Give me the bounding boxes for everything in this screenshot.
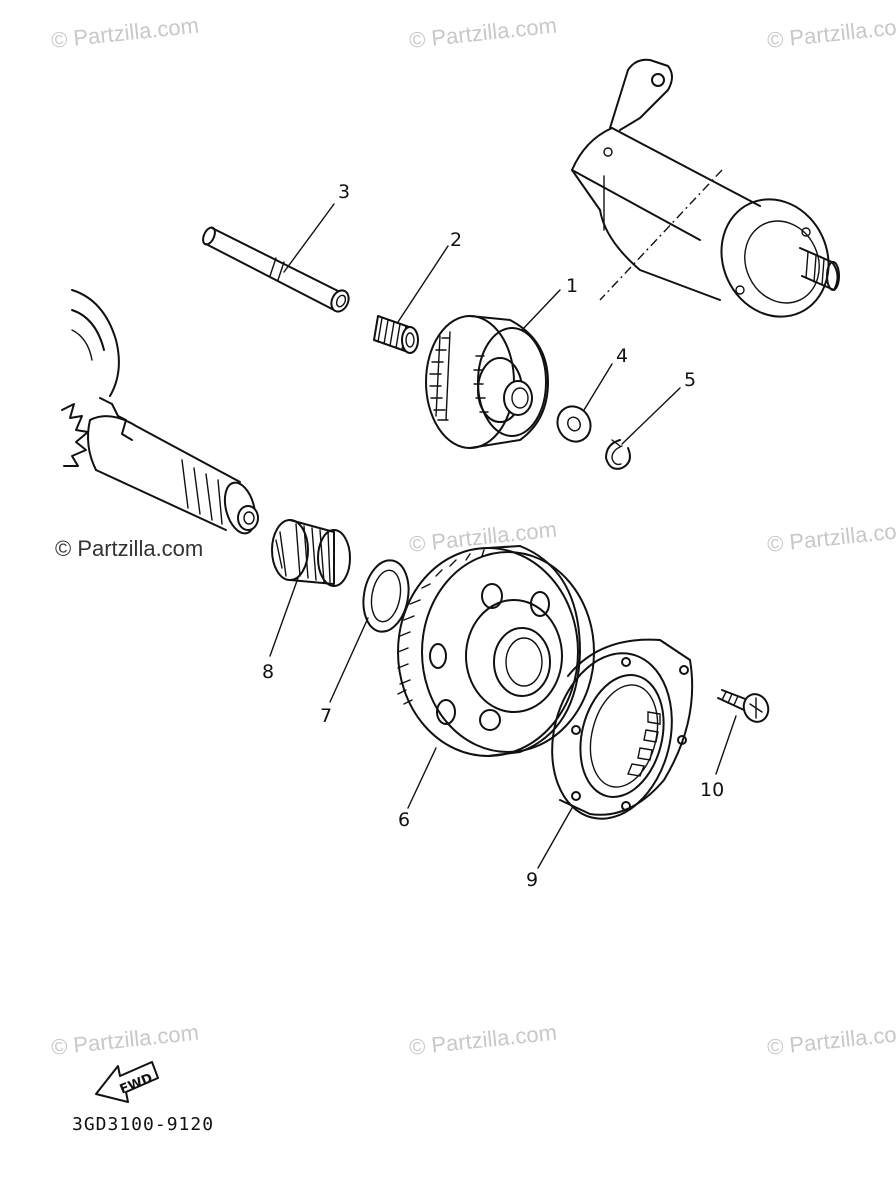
crankshaft — [61, 289, 259, 535]
callout-5: 5 — [684, 369, 696, 391]
watermark: © Partzilla.com — [766, 1020, 896, 1060]
watermark: © Partzilla.com — [408, 1020, 558, 1060]
bolt-part-10 — [717, 689, 770, 723]
fwd-arrow: FWD — [95, 1061, 159, 1103]
watermark: © Partzilla.com — [50, 1020, 200, 1060]
callout-10: 10 — [700, 779, 724, 801]
callout-9: 9 — [526, 869, 538, 891]
watermarks: © Partzilla.com © Partzilla.com © Partzi… — [50, 13, 896, 1060]
watermark: © Partzilla.com — [55, 536, 203, 561]
watermark: © Partzilla.com — [50, 13, 200, 53]
idler-gear-part-1 — [425, 315, 549, 449]
washer-part-4 — [556, 405, 592, 443]
callout-4: 4 — [616, 345, 628, 367]
circlip-part-5 — [605, 439, 631, 470]
callout-6: 6 — [398, 809, 410, 831]
bearing-part-2 — [373, 315, 419, 354]
shaft-part-3 — [202, 226, 350, 313]
clutch-part-9 — [551, 638, 694, 820]
callout-2: 2 — [450, 229, 462, 251]
watermark: © Partzilla.com — [408, 517, 558, 557]
bearing-part-8 — [271, 519, 351, 587]
wheel-gear-part-6 — [397, 545, 595, 757]
watermark: © Partzilla.com — [408, 13, 558, 53]
callout-7: 7 — [320, 705, 332, 727]
callout-1: 1 — [566, 275, 578, 297]
callout-3: 3 — [338, 181, 350, 203]
starter-motor — [571, 58, 840, 318]
callouts: 1 2 3 4 5 6 7 8 9 10 — [262, 181, 724, 891]
leader-lines — [269, 203, 737, 869]
watermark: © Partzilla.com — [766, 13, 896, 53]
watermark: © Partzilla.com — [766, 517, 896, 557]
diagram-code: 3GD3100-9120 — [72, 1114, 214, 1135]
callout-8: 8 — [262, 661, 274, 683]
spacer-part-7 — [362, 559, 410, 633]
